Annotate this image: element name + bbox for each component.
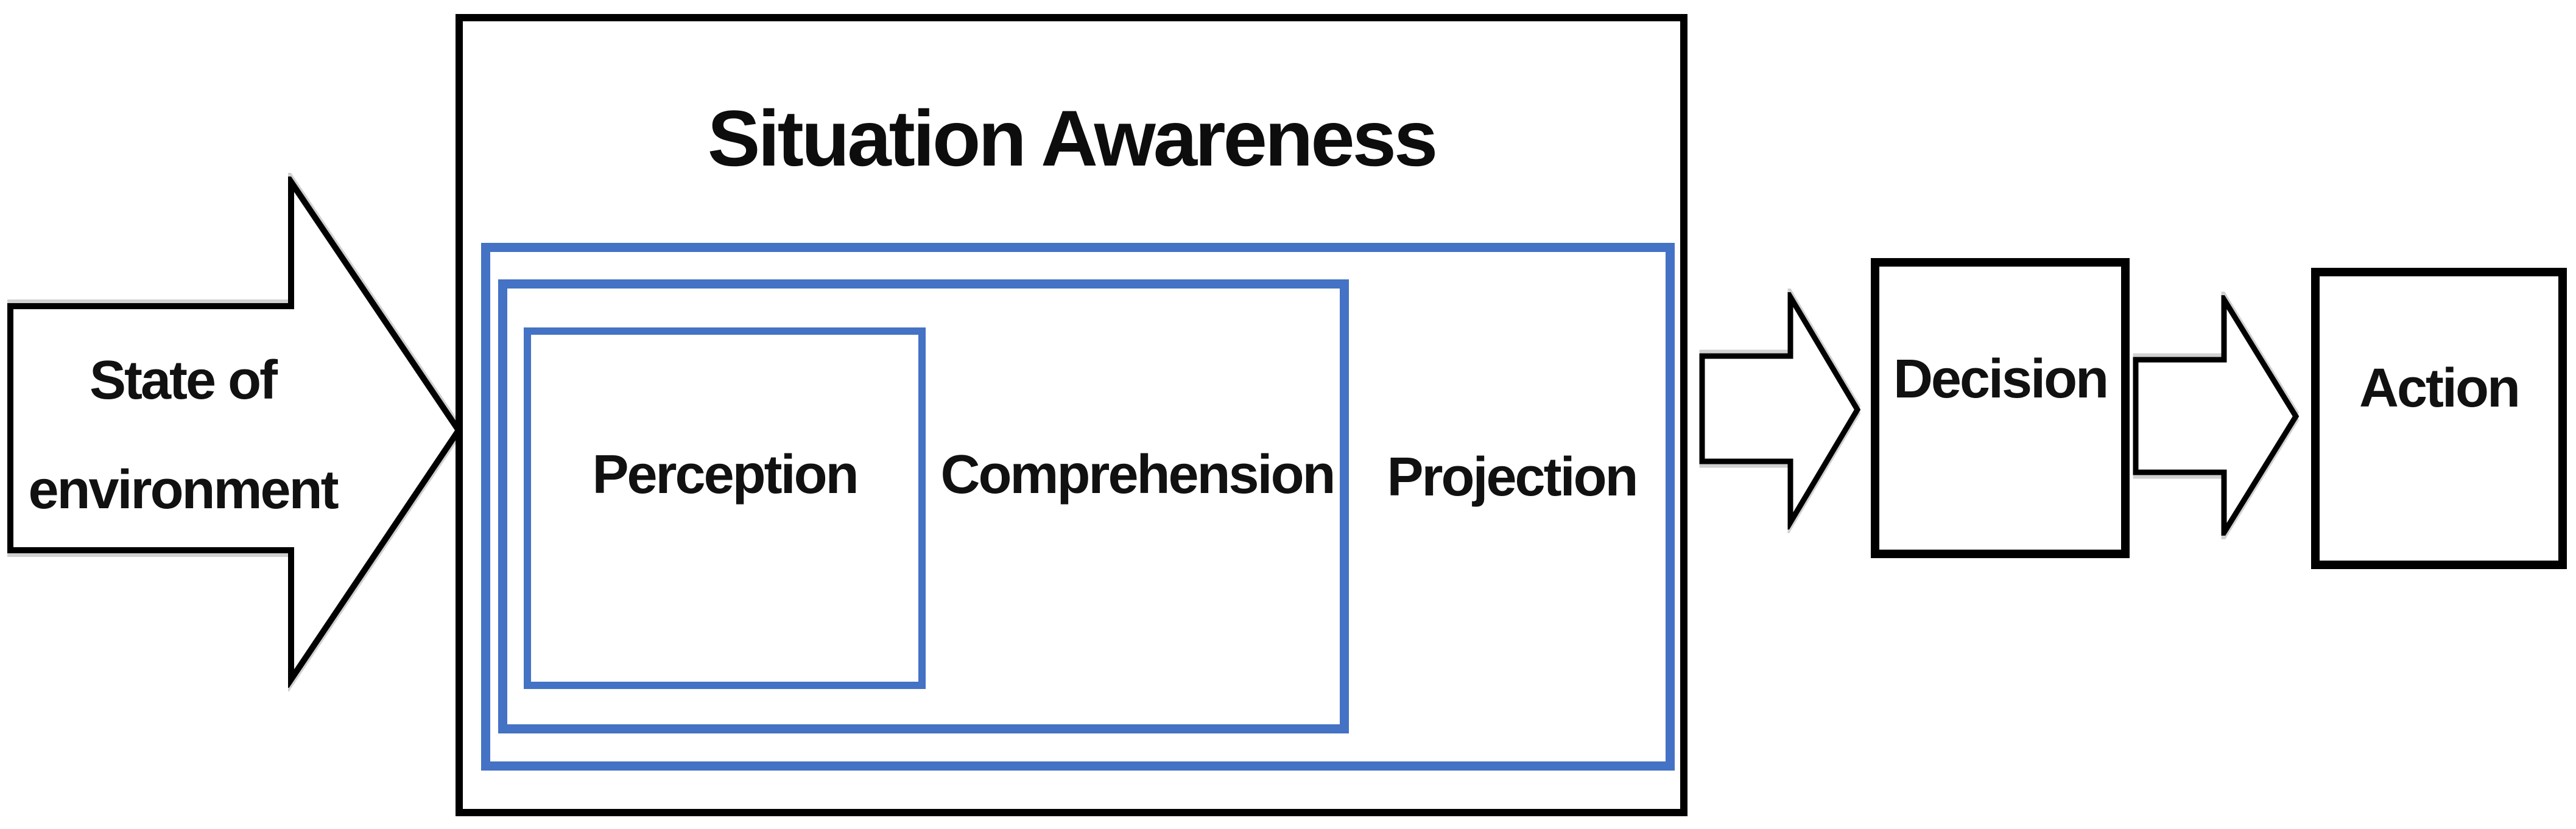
perception-box <box>524 327 926 689</box>
projection-label: Projection <box>1387 447 1638 508</box>
flow-arrow-1-icon <box>1699 292 1861 530</box>
action-box <box>2311 268 2567 569</box>
state-of-environment-label: State of environment <box>12 326 353 545</box>
decision-box <box>1871 258 2130 558</box>
comprehension-label: Comprehension <box>940 444 1336 505</box>
state-of-environment-label-line2: environment <box>28 460 339 520</box>
situation-awareness-title: Situation Awareness <box>707 94 1438 183</box>
state-of-environment-arrow-icon <box>7 177 463 688</box>
flow-arrow-2-icon <box>2133 295 2300 536</box>
projection-box <box>481 243 1675 771</box>
state-of-environment-label-line1: State of <box>89 350 278 411</box>
perception-label: Perception <box>592 444 859 505</box>
decision-label: Decision <box>1893 349 2109 410</box>
action-label: Action <box>2359 358 2521 419</box>
comprehension-box <box>498 279 1349 733</box>
